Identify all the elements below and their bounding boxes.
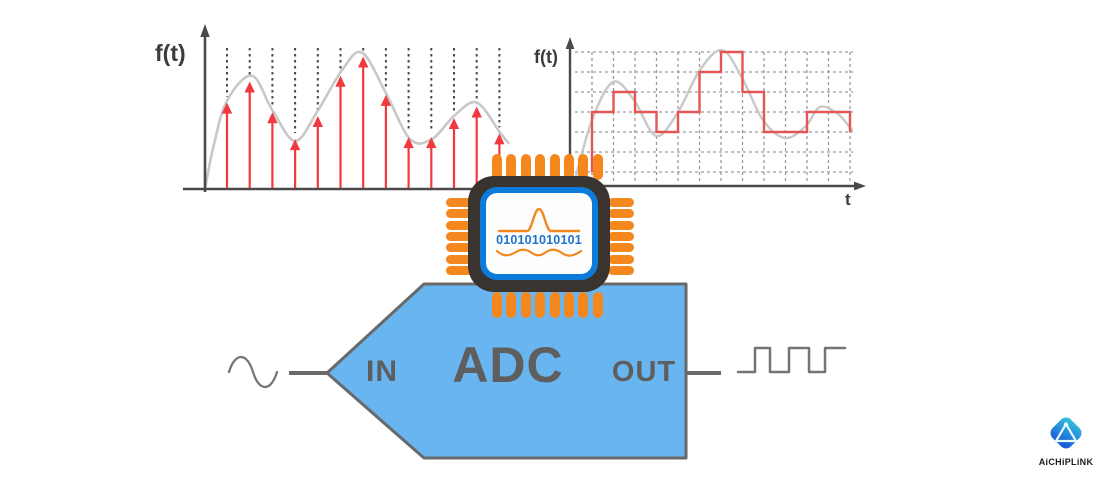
chip-screen: 010101010101 [486, 193, 592, 274]
input-wire [289, 371, 327, 375]
chip-pin [564, 154, 574, 180]
chip-icon: 010101010101 [446, 154, 634, 318]
square-wave-icon [736, 346, 847, 374]
chip-pin [564, 292, 574, 318]
chip-pin [446, 265, 472, 275]
chip-pin [446, 231, 472, 241]
chip-pin [520, 292, 531, 318]
chip-pin [592, 154, 603, 180]
sine-wave-icon [227, 355, 279, 389]
adc-title: ADC [452, 337, 564, 393]
brand-logo: AiCHiPLiNK [1032, 410, 1100, 467]
chip-pin [446, 254, 472, 264]
chip-pin [608, 243, 634, 253]
chip-pin [492, 154, 502, 180]
ripple-wave-icon [495, 248, 583, 257]
chip-pin [506, 154, 517, 180]
adc-in-label: IN [366, 355, 398, 388]
chip-pin [535, 292, 546, 318]
output-wire [686, 371, 721, 375]
chip-inner-ring: 010101010101 [480, 187, 598, 280]
chip-binary-text: 010101010101 [496, 233, 582, 247]
sampled-signal-chart [183, 24, 512, 192]
chip-pin [592, 292, 603, 318]
chip-pin [578, 292, 589, 318]
chip-pin [608, 254, 634, 264]
brand-logo-text: AiCHiPLiNK [1038, 457, 1094, 467]
quantized-signal-chart [562, 37, 866, 191]
chip-pin [608, 231, 634, 241]
chip-pin [578, 154, 589, 180]
chip-pin [492, 292, 502, 318]
left-chart-ylabel: f(t) [155, 40, 186, 66]
chip-pin [446, 209, 472, 219]
chip-pin [520, 154, 531, 180]
chip-pin [446, 243, 472, 253]
right-chart-xlabel: t [845, 190, 851, 209]
chip-pin [446, 220, 472, 230]
right-chart-ylabel: f(t) [534, 47, 558, 67]
chip-pin [506, 292, 517, 318]
chip-pin [608, 209, 634, 219]
chip-pin [549, 292, 560, 318]
chip-pin [446, 198, 472, 207]
adc-out-label: OUT [611, 356, 677, 388]
chip-pin [549, 154, 560, 180]
chip-body: 010101010101 [468, 176, 610, 292]
chip-pin [535, 154, 546, 180]
chip-pin [608, 198, 634, 207]
analog-pulse-icon [497, 207, 581, 233]
brand-logo-icon [1050, 417, 1082, 449]
chip-pin [608, 220, 634, 230]
chip-pin [608, 265, 634, 275]
